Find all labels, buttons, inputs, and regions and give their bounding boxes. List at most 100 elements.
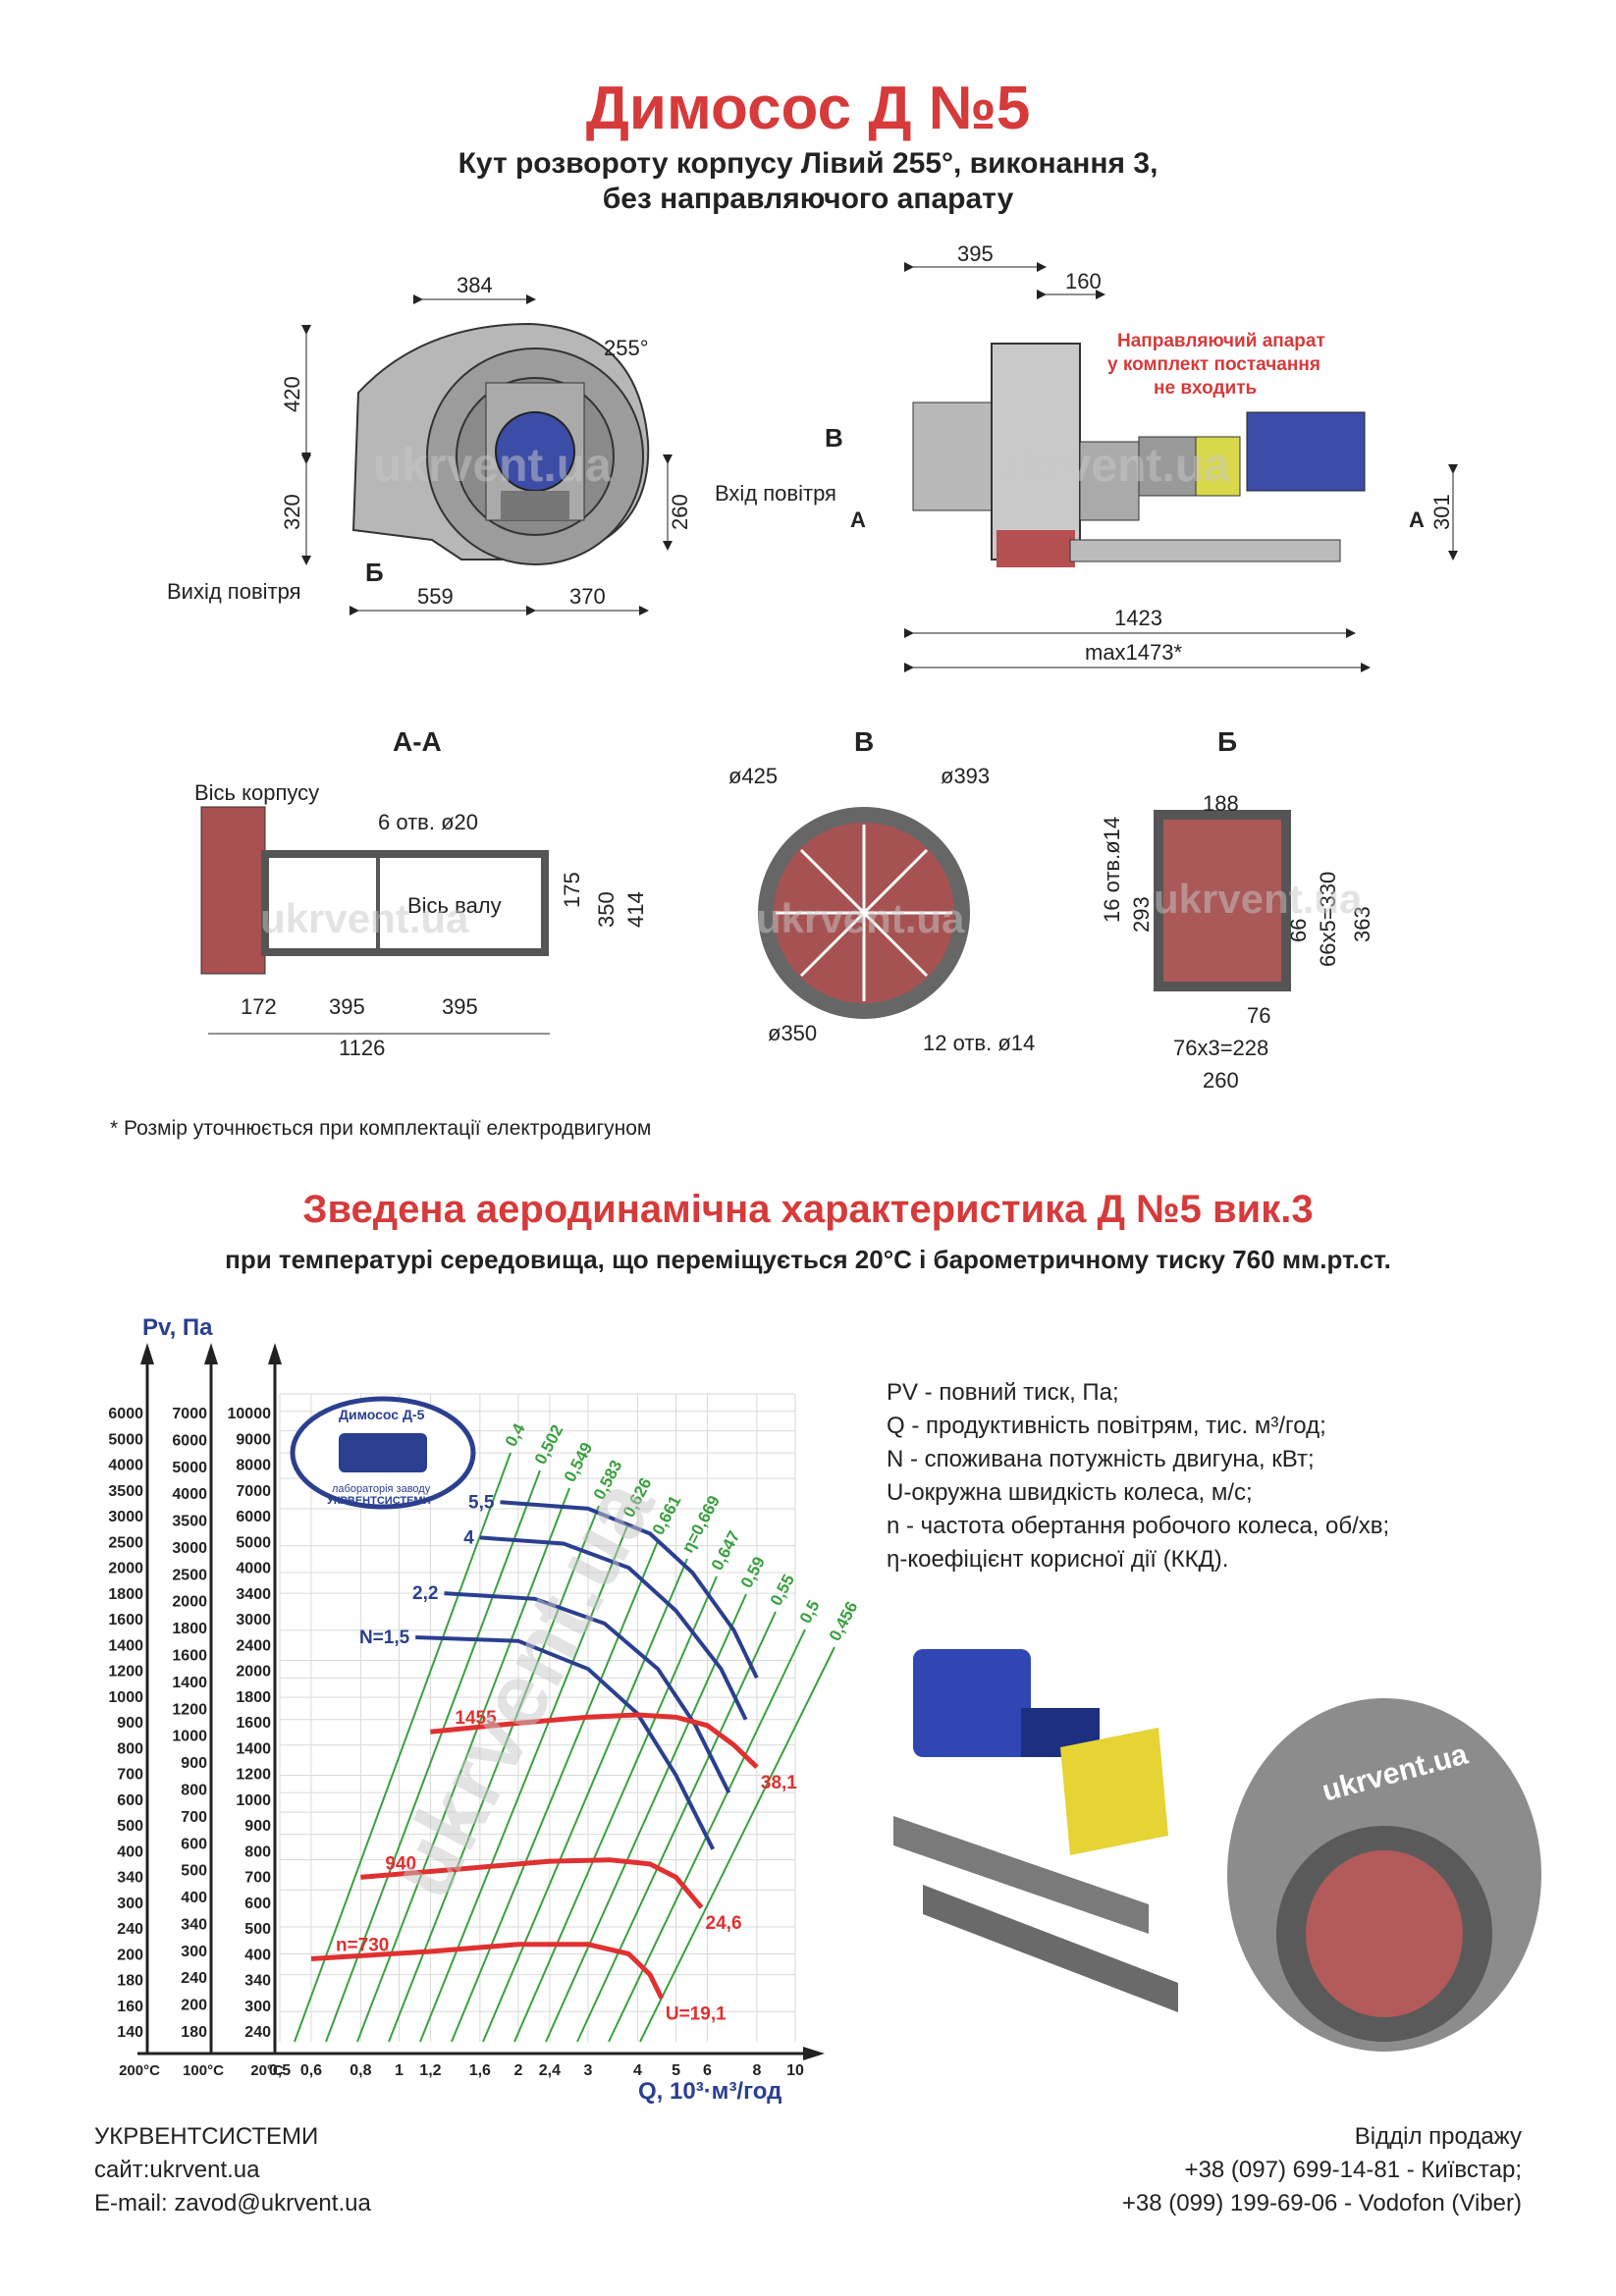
footer-site: сайт:ukrvent.ua — [94, 2157, 260, 2183]
y-tick-label: 1800 — [108, 1586, 143, 1603]
legend-pv: PV - повний тиск, Па; — [887, 1379, 1119, 1406]
dim-76x3: 76x3=228 — [1173, 1036, 1268, 1060]
y-tick-label: 10000 — [228, 1406, 272, 1422]
footer-left: УКРВЕНТСИСТЕМИ сайт:ukrvent.ua E-mail: z… — [94, 2120, 371, 2220]
x-tick-label: 1,2 — [419, 2062, 441, 2079]
label-shaft-axis: Вісь валу — [407, 893, 502, 918]
legend-n: N - споживана потужність двигуна, кВт; — [887, 1446, 1315, 1472]
x-tick-label: 1 — [395, 2062, 404, 2079]
x-tick-label: 4 — [633, 2062, 642, 2079]
y-tick-label: 300 — [117, 1896, 143, 1912]
y-tick-label: 600 — [181, 1836, 207, 1852]
x-tick-label: 2 — [513, 2062, 522, 2079]
dim-395-b: 395 — [442, 994, 478, 1019]
pressure-curve — [430, 1712, 759, 1770]
power-curve — [415, 1635, 715, 1850]
page-subtitle-1: Кут розвороту корпусу Лівий 255°, викона… — [458, 147, 1158, 180]
efficiency-line — [576, 1611, 777, 2043]
dim-76: 76 — [1247, 1003, 1270, 1028]
note-guide-1: Направляючий апарат — [1117, 331, 1325, 351]
power-curve — [479, 1535, 748, 1721]
efficiency-label: 0,456 — [826, 1598, 862, 1643]
y-tick-label: 3000 — [108, 1509, 143, 1525]
badge-top: Димосос Д-5 — [339, 1407, 425, 1422]
y-tick-label: 1800 — [172, 1621, 207, 1637]
efficiency-line — [639, 1646, 835, 2043]
y-tick-label: 4000 — [108, 1458, 143, 1474]
chart-legend: PV - повний тиск, Па; Q - продуктивність… — [887, 1376, 1389, 1576]
chart-axes: 6000500040003500300025002000180016001400… — [108, 1343, 825, 2079]
dim-66x5: 66x5=330 — [1316, 872, 1340, 967]
efficiency-line — [419, 1522, 629, 2043]
y-tick-label: 500 — [244, 1921, 271, 1938]
y-tick-label: 8000 — [236, 1458, 271, 1474]
y-tick-label: 3500 — [172, 1514, 207, 1530]
chart-subtitle: при температурі середовища, що переміщує… — [225, 1245, 1391, 1274]
dim-320: 320 — [280, 494, 304, 530]
badge-bottom-1: лабораторія заводу — [332, 1483, 431, 1495]
dim-384: 384 — [457, 273, 493, 297]
watermark: ukrvent.ua — [260, 895, 469, 941]
efficiency-line — [356, 1487, 570, 2043]
legend-rpm: n - частота обертання робочого колеса, о… — [887, 1513, 1390, 1539]
efficiency-line — [545, 1593, 747, 2043]
y-tick-label: 2500 — [172, 1567, 207, 1583]
power-curve — [444, 1591, 731, 1794]
y-tick-label: 180 — [117, 1973, 143, 1990]
efficiency-label: 0,4 — [502, 1420, 529, 1450]
x-tick-label: 10 — [786, 2062, 804, 2079]
power-curve-label: 5,5 — [468, 1492, 495, 1513]
bearing-housing — [1060, 1728, 1168, 1855]
pressure-curve — [310, 1942, 665, 2000]
y-tick-label: 900 — [181, 1755, 207, 1772]
page-title: Димосос Д №5 — [585, 75, 1031, 142]
label-housing-axis: Вісь корпусу — [194, 780, 319, 805]
y-tick-label: 800 — [181, 1782, 207, 1798]
y-tick-label: 600 — [244, 1896, 271, 1912]
pressure-curve-end-label: U=19,1 — [666, 2004, 727, 2025]
power-curve-label: N=1,5 — [359, 1628, 410, 1648]
x-tick-label: 0,6 — [300, 2062, 322, 2079]
section-b-title: Б — [1217, 726, 1237, 757]
efficiency-label: 0,502 — [531, 1421, 567, 1467]
y-tick-label: 700 — [244, 1870, 271, 1887]
dim-395-a: 395 — [329, 994, 365, 1019]
y-tick-label: 240 — [244, 2024, 271, 2041]
watermark: ukrvent.ua — [756, 895, 965, 941]
y-tick-label: 1000 — [172, 1729, 207, 1745]
watermark: ukrvent.ua — [1154, 876, 1363, 922]
temp-axis-label: 200°С — [119, 2062, 160, 2079]
y-axis-arrow — [140, 1343, 154, 1364]
y-tick-label: 340 — [244, 1973, 271, 1990]
efficiency-line — [325, 1469, 541, 2043]
y-tick-label: 6000 — [172, 1432, 207, 1449]
y-tick-label: 1200 — [108, 1664, 143, 1681]
footer-phone-1: +38 (097) 699-14-81 - Київстар; — [1184, 2157, 1522, 2183]
label-section-b: Б — [365, 558, 384, 587]
y-tick-label: 5000 — [236, 1534, 271, 1551]
y-axis-arrow — [268, 1343, 282, 1364]
dim-175: 175 — [560, 872, 584, 908]
y-tick-label: 2000 — [236, 1664, 271, 1681]
dim-255: 255° — [604, 336, 649, 360]
footer-right: Відділ продажу +38 (097) 699-14-81 - Киї… — [1122, 2120, 1522, 2220]
dim-188: 188 — [1203, 791, 1239, 816]
dim-d393: ø393 — [941, 764, 990, 788]
y-tick-label: 500 — [181, 1863, 207, 1880]
y-tick-label: 3400 — [236, 1586, 271, 1603]
dim-160: 160 — [1065, 269, 1102, 294]
label-outlet: Вихід повітря — [167, 579, 301, 604]
power-curve — [500, 1500, 759, 1680]
dim-363: 363 — [1350, 906, 1374, 942]
label-a-left: А — [850, 507, 866, 532]
label-inlet: Вхід повітря — [715, 481, 836, 506]
y-tick-label: 1000 — [108, 1689, 143, 1706]
y-tick-label: 1400 — [236, 1740, 271, 1757]
label-view-b: В — [825, 423, 843, 453]
y-tick-label: 4000 — [236, 1561, 271, 1577]
watermark: ukrvent.ua — [373, 440, 612, 492]
y-tick-label: 300 — [244, 1999, 271, 2015]
power-curve-label: 2,2 — [412, 1583, 438, 1604]
y-tick-label: 1600 — [172, 1648, 207, 1665]
